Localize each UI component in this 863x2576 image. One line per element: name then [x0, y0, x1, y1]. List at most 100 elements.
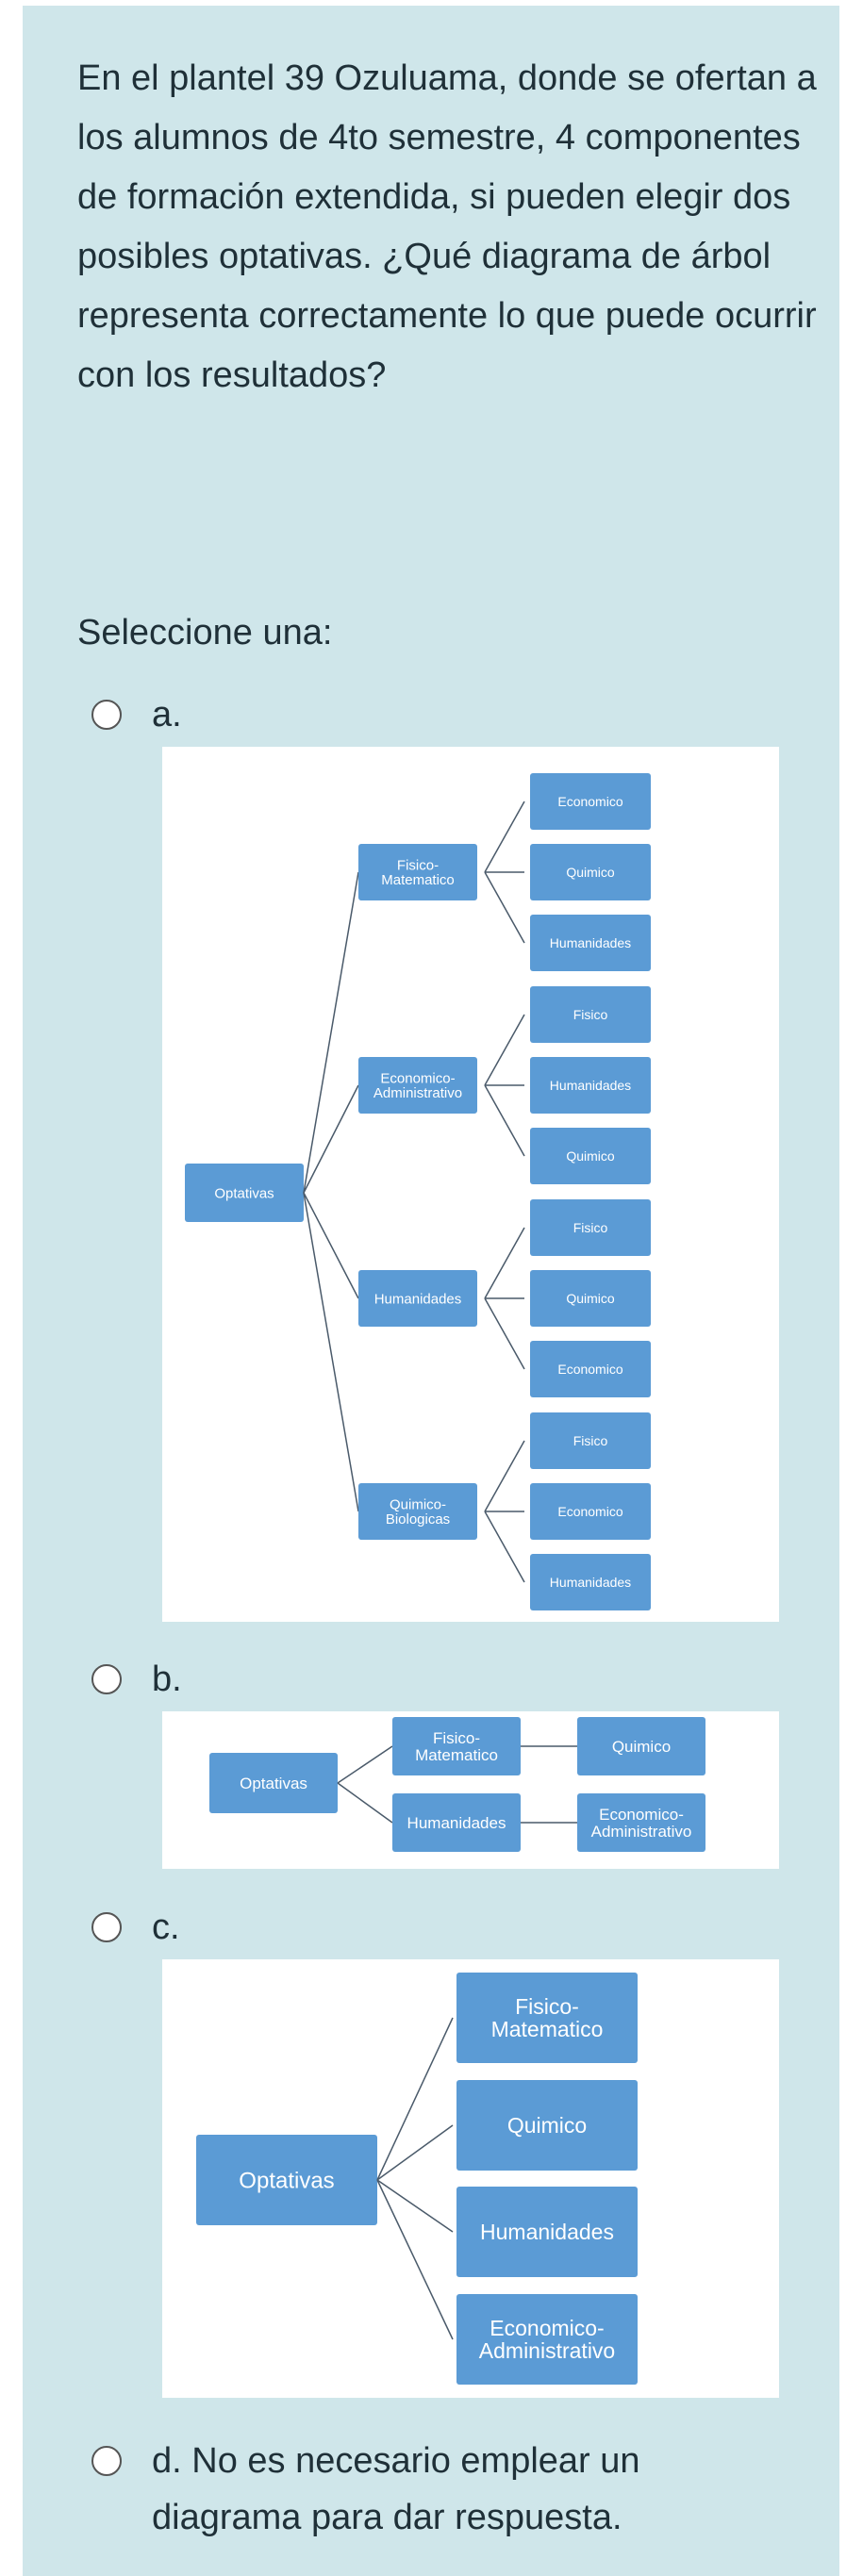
option-c-radio[interactable]: [91, 1912, 122, 1942]
diagram-a-leaf-label: Humanidades: [550, 1575, 631, 1590]
diagram-c-connector: [376, 2179, 454, 2340]
diagram-a-leaf-label: Quimico: [566, 1291, 615, 1306]
diagram-b: Optativas Fisico-Matematico QuimicoHumanid…: [209, 1717, 705, 1852]
diagram-a-leaf: Quimico: [530, 844, 651, 900]
diagram-a-leaf-box: [530, 1483, 651, 1540]
diagram-b-root-label: Optativas: [240, 1775, 307, 1792]
diagram-b-leaf: Economico-Administrativo: [577, 1793, 705, 1852]
diagram-a-leaf-label: Fisico: [573, 1007, 608, 1022]
diagram-a-leaf-box: [530, 844, 651, 900]
diagram-a-leaf-label: Quimico: [566, 865, 615, 880]
option-a-letter: a.: [152, 695, 182, 735]
diagram-a-branch-label: Humanidades: [374, 1291, 462, 1307]
diagram-a-leaf-box: [530, 1270, 651, 1327]
diagram-c-root-box: [196, 2135, 377, 2225]
option-d[interactable]: d. No es necesario emplear un diagrama p…: [91, 2433, 771, 2546]
diagram-c-root-label: Optativas: [239, 2168, 334, 2193]
diagram-a-child-connector: [484, 801, 525, 873]
option-b[interactable]: b.: [91, 1659, 182, 1700]
diagram-a-child-connector: [484, 1511, 525, 1583]
diagram-c-leaf-label: Humanidades: [480, 2220, 614, 2244]
diagram-a-leaf-box: [530, 986, 651, 1043]
diagram-a-leaf: Humanidades: [530, 1554, 651, 1610]
diagram-a-leaf-box: [530, 1199, 651, 1256]
diagram-a-root-box: [185, 1164, 304, 1222]
option-b-radio[interactable]: [91, 1664, 122, 1694]
option-d-description: No es necesario emplear un diagrama para…: [152, 2441, 640, 2537]
diagram-c-leaf: Fisico-Matematico: [456, 1973, 638, 2063]
diagram-a-leaf-label: Economico: [557, 1504, 622, 1519]
option-b-letter: b.: [152, 1660, 182, 1699]
diagram-b-leaf-box: [577, 1793, 705, 1852]
diagram-a-root-connector: [303, 871, 359, 1194]
select-prompt: Seleccione una:: [77, 613, 333, 652]
diagram-a-branch-box: [358, 1057, 477, 1114]
diagram-a-branch: Quimico-Biologicas: [358, 1483, 477, 1540]
diagram-c-leaf-box: [456, 2080, 638, 2171]
diagram-a-branch-label: Quimico-: [390, 1496, 446, 1512]
diagram-c-root: Optativas: [196, 2135, 377, 2225]
diagram-a-branch-box: [358, 1483, 477, 1540]
diagram-a-branch-label: Matematico: [381, 872, 455, 888]
diagram-a-leaf-label: Economico: [557, 1362, 622, 1377]
diagram-b-leaf-label: Administrativo: [591, 1823, 692, 1841]
diagram-a-child-connector: [484, 1297, 525, 1370]
diagram-a-child-connector: [484, 1084, 525, 1157]
diagram-c-connector: [376, 2124, 454, 2181]
diagram-a-leaf: Economico: [530, 1341, 651, 1397]
diagram-a-leaf-label: Humanidades: [550, 935, 631, 950]
diagram-a-leaf: Humanidades: [530, 1057, 651, 1114]
diagram-b-branch-label: Fisico-: [433, 1729, 480, 1747]
option-c[interactable]: c.: [91, 1907, 180, 1948]
diagram-a-leaf-label: Fisico: [573, 1220, 608, 1235]
diagram-a-root-connector: [303, 1084, 359, 1194]
diagram-a-leaf-label: Humanidades: [550, 1078, 631, 1093]
diagram-a-branch: Humanidades: [358, 1270, 477, 1327]
diagram-c-leaf-box: [456, 2187, 638, 2277]
diagram-a-child-connector: [484, 1440, 525, 1512]
diagram-c-leaf: Quimico: [456, 2080, 638, 2171]
diagram-c-leaf-label: Matematico: [491, 2017, 604, 2041]
diagram-b-branch: Fisico-Matematico: [392, 1717, 521, 1775]
diagram-b-root: Optativas: [209, 1753, 338, 1813]
diagram-b-leaf-label: Economico-: [599, 1806, 684, 1824]
option-d-text: d. No es necesario emplear un diagrama p…: [152, 2433, 771, 2546]
diagram-b-root-box: [209, 1753, 338, 1813]
diagram-a-leaf-box: [530, 915, 651, 971]
diagram-c-leaf-label: Quimico: [507, 2113, 587, 2138]
diagram-a-leaf-box: [530, 1412, 651, 1469]
diagram-a-root-connector: [303, 1192, 359, 1512]
diagram-b-leaf-label: Quimico: [612, 1738, 671, 1756]
diagram-a-leaf-label: Quimico: [566, 1148, 615, 1164]
diagram-b-branch: Humanidades: [392, 1793, 521, 1852]
diagram-c: Optativas Fisico-MatematicoQuimicoHumanid…: [196, 1973, 638, 2385]
diagram-b-branch-label: Matematico: [415, 1746, 498, 1764]
diagram-a-leaf-label: Fisico: [573, 1433, 608, 1448]
diagram-a-branch: Fisico-Matematico: [358, 844, 477, 900]
diagram-b-leaf: Quimico: [577, 1717, 705, 1775]
diagram-a-leaf: Fisico: [530, 1412, 651, 1469]
diagram-c-leaf-label: Economico-: [490, 2316, 604, 2340]
option-d-radio[interactable]: [91, 2446, 122, 2476]
diagram-a: OptativasFisico-MatematicoEconomicoQuimi…: [185, 773, 651, 1610]
diagram-a-branch-label: Biologicas: [386, 1511, 450, 1527]
diagram-a-root-label: Optativas: [214, 1185, 274, 1201]
option-c-letter: c.: [152, 1907, 180, 1947]
diagram-a-child-connector: [484, 871, 525, 944]
option-a[interactable]: a.: [91, 694, 182, 735]
diagram-b-leaf-box: [577, 1717, 705, 1775]
diagram-b-branch-box: [392, 1793, 521, 1852]
diagram-a-child-connector: [484, 1014, 525, 1086]
diagram-b-branch-label: Humanidades: [407, 1814, 506, 1832]
diagram-a-leaf: Economico: [530, 773, 651, 830]
diagram-a-leaf-box: [530, 773, 651, 830]
diagram-a-leaf-box: [530, 1057, 651, 1114]
diagram-a-branch-label: Administrativo: [373, 1085, 462, 1101]
option-a-radio[interactable]: [91, 700, 122, 730]
diagram-c-leaf: Humanidades: [456, 2187, 638, 2277]
diagram-a-leaf-box: [530, 1341, 651, 1397]
diagram-a-leaf: Quimico: [530, 1270, 651, 1327]
